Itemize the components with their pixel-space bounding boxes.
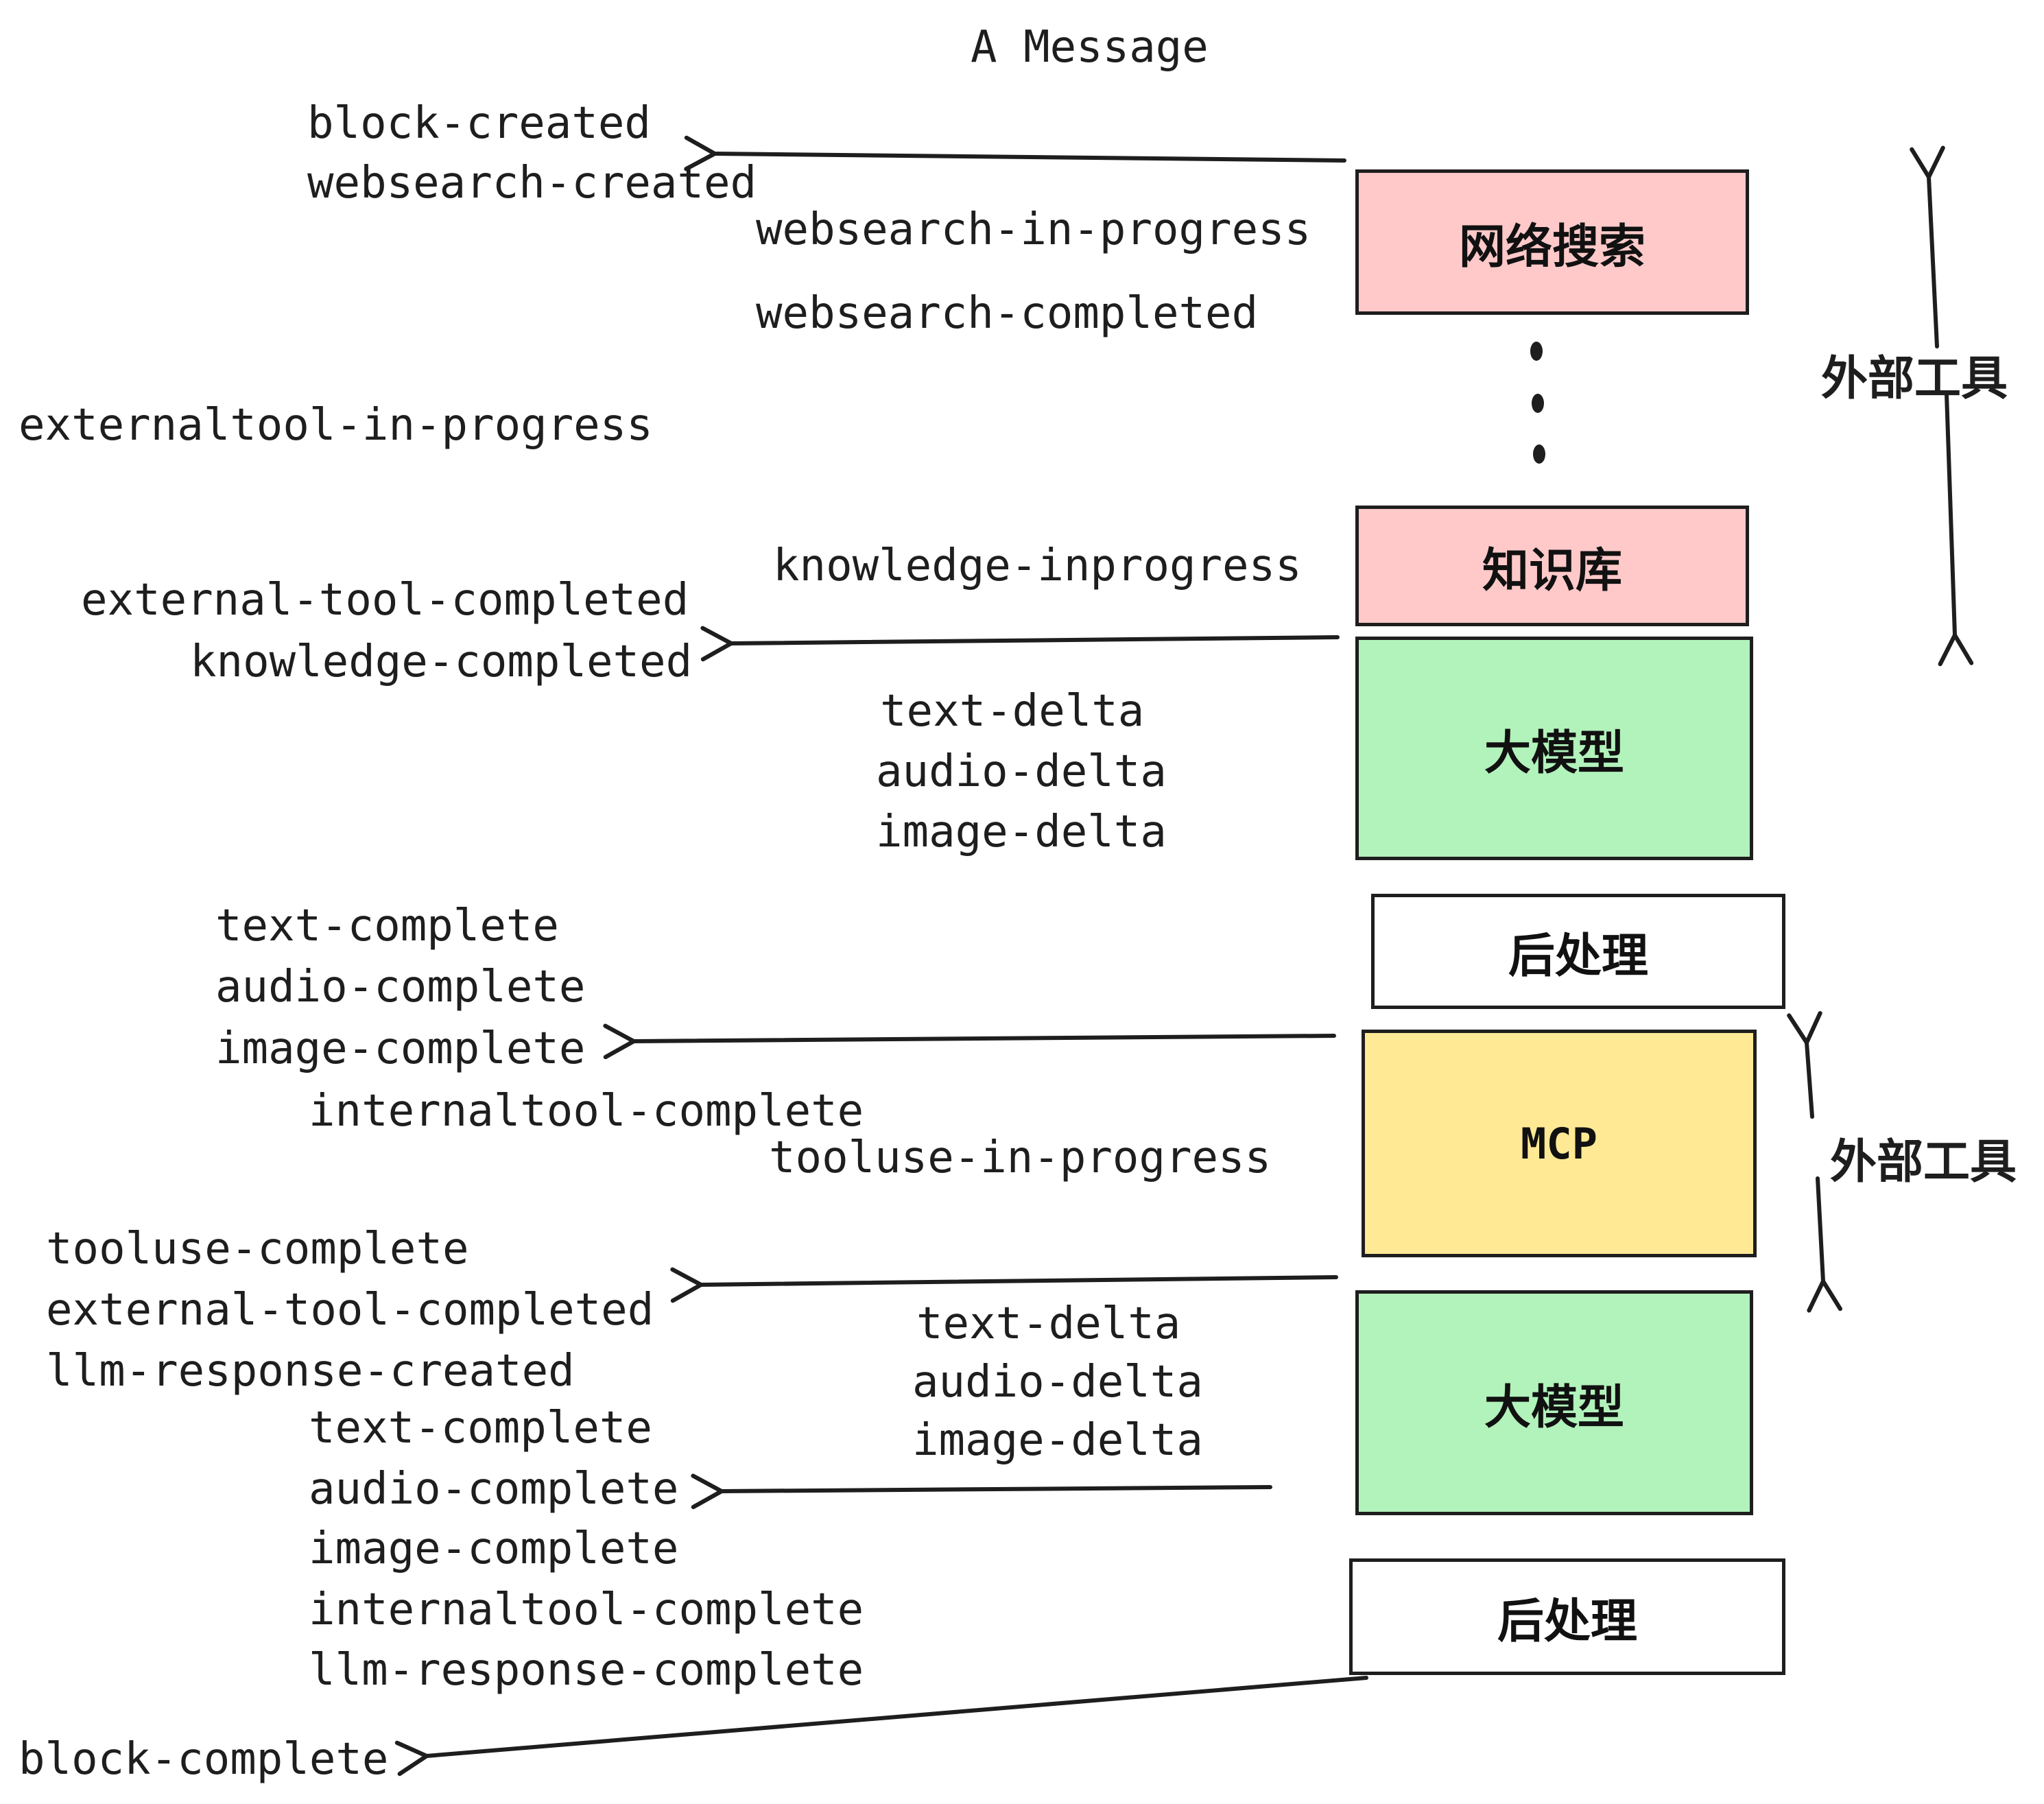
- arrow-llm-to-knowledge-completed: [700, 626, 1340, 662]
- event-internaltool-complete-1: internaltool-complete: [309, 1086, 864, 1137]
- box-post-1: 后处理: [1371, 894, 1785, 1009]
- event-block-created: block-created: [307, 98, 651, 149]
- event-knowledge-completed: knowledge-completed: [190, 637, 693, 687]
- page-title: A Message: [971, 22, 1209, 73]
- event-externaltool-in-progress: externaltool-in-progress: [19, 400, 653, 451]
- arrow-post-to-image-complete: [603, 1023, 1336, 1060]
- event-websearch-completed: websearch-completed: [756, 288, 1259, 339]
- side-label-external-tools-top: 外部工具: [1821, 352, 2008, 406]
- box-post-2: 后处理: [1349, 1558, 1785, 1675]
- event-image-complete-1: image-complete: [215, 1023, 586, 1074]
- box-knowledge: 知识库: [1355, 506, 1749, 626]
- box-llm-1: 大模型: [1355, 637, 1753, 860]
- box-llm-2-label: 大模型: [1484, 1380, 1624, 1435]
- box-llm-2: 大模型: [1355, 1290, 1753, 1515]
- event-knowledge-inprogress: knowledge-inprogress: [773, 541, 1302, 591]
- event-websearch-in-progress: websearch-in-progress: [756, 204, 1311, 255]
- event-audio-delta-1: audio-delta: [876, 746, 1167, 797]
- event-audio-complete-1: audio-complete: [215, 962, 586, 1012]
- box-websearch-label: 网络搜索: [1458, 219, 1645, 274]
- box-mcp-label: MCP: [1521, 1118, 1597, 1169]
- event-image-delta-2: image-delta: [912, 1415, 1203, 1466]
- arrow-external-tools-up: [1910, 145, 1945, 348]
- box-websearch: 网络搜索: [1355, 169, 1749, 315]
- event-text-delta-2: text-delta: [916, 1298, 1181, 1349]
- arrow-llm2-to-audio-complete: [691, 1473, 1272, 1510]
- event-image-complete-2: image-complete: [309, 1523, 679, 1574]
- event-tooluse-complete: tooluse-complete: [46, 1224, 469, 1274]
- arrow-mcp-external-down: [1807, 1176, 1843, 1313]
- box-post-1-label: 后处理: [1508, 929, 1648, 984]
- event-internaltool-complete-2: internaltool-complete: [309, 1585, 864, 1635]
- event-text-complete-1: text-complete: [215, 901, 559, 951]
- box-knowledge-label: 知识库: [1482, 543, 1622, 598]
- event-websearch-created: websearch-created: [307, 158, 757, 209]
- event-audio-delta-2: audio-delta: [912, 1357, 1203, 1408]
- event-tooluse-in-progress: tooluse-in-progress: [769, 1132, 1272, 1183]
- event-text-delta-1: text-delta: [880, 686, 1145, 737]
- vertical-ellipsis-icon: [1530, 342, 1545, 464]
- arrow-external-tools-down: [1938, 392, 1974, 667]
- box-post-2-label: 后处理: [1497, 1594, 1637, 1649]
- side-label-external-tools-mcp: 外部工具: [1830, 1135, 2017, 1189]
- arrow-websearch-to-block-created: [684, 135, 1346, 171]
- box-mcp: MCP: [1362, 1030, 1757, 1257]
- event-image-delta-1: image-delta: [876, 807, 1167, 857]
- event-audio-complete-2: audio-complete: [309, 1464, 679, 1515]
- arrow-mcp-to-tooluse-complete: [670, 1267, 1338, 1303]
- event-llm-response-created: llm-response-created: [46, 1346, 575, 1397]
- event-block-complete: block-complete: [19, 1734, 389, 1785]
- event-text-complete-2: text-complete: [309, 1403, 652, 1453]
- arrow-mcp-external-up: [1787, 1011, 1822, 1119]
- box-llm-1-label: 大模型: [1484, 726, 1624, 781]
- event-external-tool-completed-1: external-tool-completed: [81, 575, 689, 626]
- event-external-tool-completed-2: external-tool-completed: [46, 1285, 654, 1336]
- event-llm-response-complete: llm-response-complete: [309, 1645, 864, 1696]
